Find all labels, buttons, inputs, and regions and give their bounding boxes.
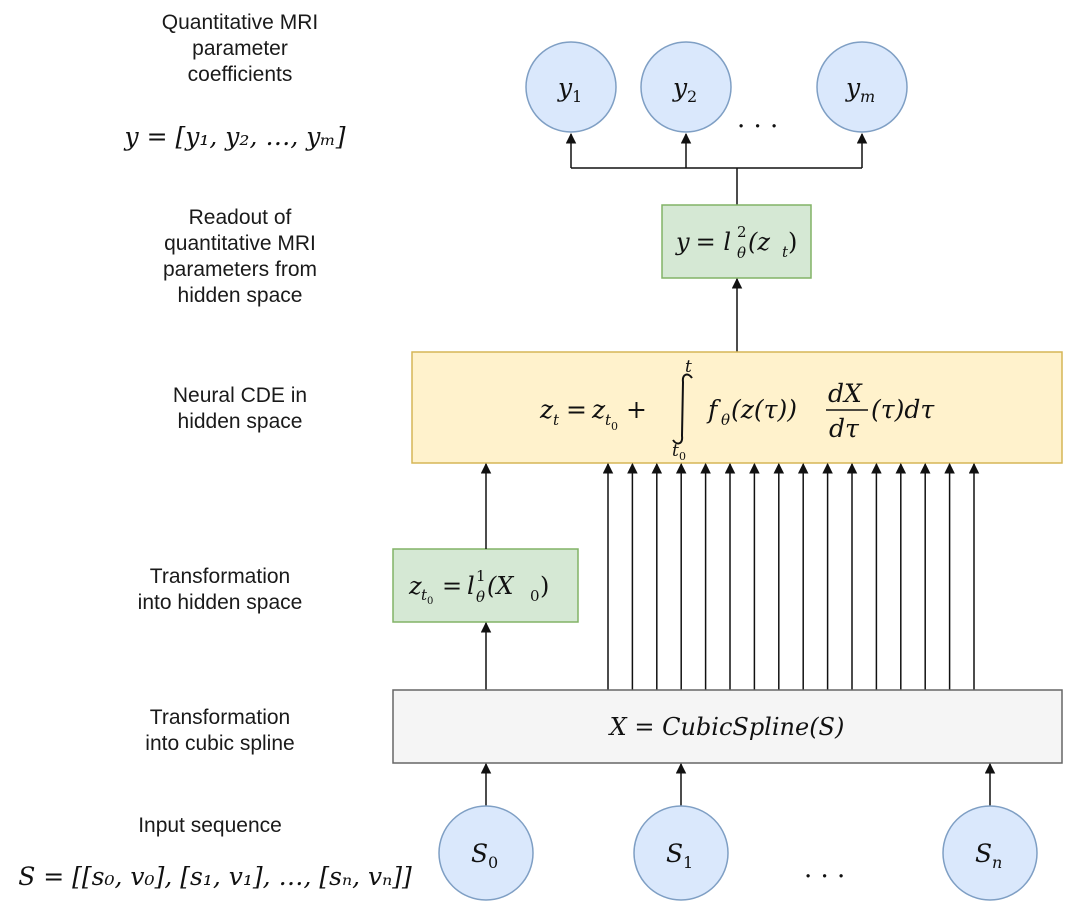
output-node-y2-sub: 2 (687, 87, 697, 106)
control-path-arrows (602, 462, 980, 690)
hidden-close: ) (540, 572, 549, 600)
hidden-arg: (X (487, 572, 514, 600)
input-node-s1-base: S (666, 839, 683, 868)
input-node-s0-base: S (471, 839, 488, 868)
cde-f: f (706, 395, 721, 424)
cde-z0-sub: t (605, 411, 612, 429)
cde-z0: z (591, 395, 606, 424)
readout-arg: (z (748, 228, 770, 256)
output-node-y1-base: y (557, 73, 573, 102)
readout-fn: l (723, 228, 731, 256)
input-node-sn: S n (942, 805, 1038, 901)
output-node-ym-base: y (845, 73, 861, 102)
output-node-y2: y 2 (640, 41, 732, 133)
spline-equation: X = CubicSpline(S) (608, 713, 845, 741)
cde-plus: + (626, 395, 647, 424)
readout-box: y = l 2 θ (z t ) (661, 204, 812, 279)
hidden-sub: θ (476, 588, 485, 606)
readout-arg-sub: t (782, 243, 789, 261)
hidden-transform-box: z t 0 = l 1 θ (X 0 ) (392, 548, 579, 623)
input-title-label: Input sequence (138, 814, 282, 837)
integral-sign (672, 373, 693, 445)
input-node-s1: S 1 (633, 805, 729, 901)
cde-f-sub: θ (721, 411, 730, 429)
cde-frac-num: dX (828, 379, 863, 408)
output-node-ym-sub: m (860, 87, 875, 106)
cde-lhs-sub: t (553, 411, 560, 429)
svg-text:y = l: y = l (675, 228, 731, 256)
input-ellipsis: · · · (804, 862, 845, 892)
input-nodes: S 0 S 1 S n · · · (438, 805, 1038, 901)
cde-upper-limit: t (685, 357, 692, 377)
output-title-label: Quantitative MRI parameter coefficients (161, 11, 319, 86)
cde-z0-subsub: 0 (611, 420, 618, 433)
output-connectors (565, 132, 868, 205)
output-node-y1-sub: 1 (572, 87, 582, 106)
cde-label: Neural CDE in hidden space (172, 384, 308, 433)
readout-label: Readout of quantitative MRI parameters f… (162, 206, 318, 307)
cde-tail: (τ)dτ (871, 395, 935, 424)
cde-lower-limit-sub: 0 (679, 450, 686, 463)
input-node-s0-sub: 0 (488, 853, 498, 872)
hidden-lhs-sub: t (421, 586, 428, 604)
output-node-y1: y 1 (525, 41, 617, 133)
spline-transform-label: Transformation into cubic spline (145, 706, 295, 755)
hidden-lhs-subsub: 0 (427, 596, 433, 607)
hidden-transform-label: Transformation into hidden space (137, 565, 303, 614)
cde-eq: = (566, 395, 587, 424)
input-node-s1-sub: 1 (683, 853, 693, 872)
readout-lhs: y (675, 228, 690, 256)
hidden-arg-sub: 0 (530, 587, 540, 605)
output-node-y2-base: y (672, 73, 688, 102)
cde-lhs: z (539, 395, 554, 424)
readout-sub: θ (737, 244, 746, 262)
output-nodes: y 1 y 2 y m · · · (525, 41, 908, 142)
input-node-s0: S 0 (438, 805, 534, 901)
cde-zt: (z(τ)) (731, 395, 797, 424)
hidden-eq: = (442, 572, 462, 600)
hidden-lhs: z (408, 572, 422, 600)
output-ellipsis: · · · (737, 112, 778, 142)
spline-box: X = CubicSpline(S) (392, 689, 1063, 764)
readout-eq: = (696, 228, 724, 256)
input-arrows (480, 762, 996, 806)
hidden-sup: 1 (476, 567, 486, 585)
cde-lower-limit: t (672, 441, 679, 461)
hidden-fn: l (467, 572, 475, 600)
output-node-ym: y m (816, 41, 908, 133)
input-node-sn-sub: n (992, 853, 1002, 872)
input-node-sn-base: S (975, 839, 992, 868)
readout-sup: 2 (737, 223, 747, 241)
readout-close: ) (788, 228, 797, 256)
cde-box: z t = z t 0 + t t 0 f θ (z(τ)) dX dτ (τ)… (411, 351, 1063, 464)
input-vector-label: S = [[s₀, v₀], [s₁, v₁], …, [sₙ, vₙ]] (18, 862, 412, 891)
output-vector-label: y = [y₁, y₂, …, yₘ] (124, 122, 346, 151)
cde-frac-den: dτ (829, 414, 860, 443)
